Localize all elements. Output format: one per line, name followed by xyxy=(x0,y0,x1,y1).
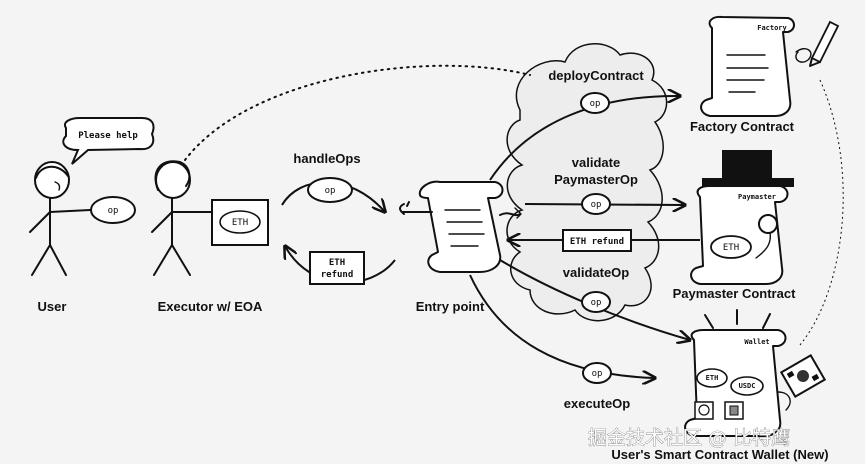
speech-text: Please help xyxy=(78,131,138,141)
nft-image-icon xyxy=(694,401,714,420)
user-figure xyxy=(29,161,91,276)
top-hat-icon xyxy=(702,150,794,187)
factory-doc-title: Factory xyxy=(757,24,787,32)
op-label: op xyxy=(590,99,601,109)
eth-refund-line2: refund xyxy=(321,270,354,280)
deploy-op-token: op xyxy=(580,92,610,114)
executor-wallet-box: ETH xyxy=(211,199,269,246)
op-label: op xyxy=(591,298,602,308)
speech-bubble: Please help xyxy=(62,117,155,165)
eth-refund-text: ETH refund xyxy=(570,237,624,247)
wallet-scroll: Wallet ETH USDC xyxy=(684,329,787,437)
deploy-contract-arrow xyxy=(489,96,680,181)
op-label: op xyxy=(325,186,336,196)
wallet-label: User's Smart Contract Wallet (New) xyxy=(611,447,828,462)
factory-label: Factory Contract xyxy=(690,119,795,134)
executor-label: Executor w/ EOA xyxy=(158,299,263,314)
paymaster-label: Paymaster Contract xyxy=(673,286,796,301)
paymaster-scroll: Paymaster ETH xyxy=(690,185,789,285)
handle-ops-op-token: op xyxy=(307,177,353,203)
sparkle-lines xyxy=(704,309,771,329)
wallet-doc-title: Wallet xyxy=(744,338,769,346)
validate-op-label: validateOp xyxy=(563,265,630,280)
op-label: op xyxy=(592,369,603,379)
deploy-contract-label: deployContract xyxy=(548,68,644,83)
validate-paymaster-label-line1: validate xyxy=(572,155,620,170)
dotted-link-factory-wallet xyxy=(799,79,844,346)
execute-op-arrow xyxy=(469,274,655,378)
paymaster-doc-title: Paymaster xyxy=(738,193,776,201)
validate-op-token: op xyxy=(581,291,611,313)
handle-ops-label: handleOps xyxy=(293,151,360,166)
pen-icon xyxy=(795,20,840,67)
eth-label: ETH xyxy=(723,243,739,253)
factory-scroll: Factory xyxy=(700,15,795,117)
op-label: op xyxy=(108,206,119,216)
user-op-token: op xyxy=(90,196,136,224)
monocle-icon xyxy=(755,214,778,259)
cash-icon xyxy=(777,354,827,411)
dotted-link-executor-cloud xyxy=(184,64,531,161)
paymaster-refund-box: ETH refund xyxy=(562,229,632,252)
user-label: User xyxy=(38,299,67,314)
eth-refund-box: ETH refund xyxy=(309,251,365,285)
nft-card-icon xyxy=(724,401,744,420)
entry-point-label: Entry point xyxy=(416,299,485,314)
eth-refund-line1: ETH xyxy=(329,258,345,268)
executor-figure xyxy=(151,160,215,276)
execute-op-token: op xyxy=(582,362,612,384)
eth-label: ETH xyxy=(706,374,719,382)
eth-label: ETH xyxy=(232,218,248,228)
watermark-text: 掘金技术社区 @ 比特鹰 xyxy=(588,427,790,449)
op-label: op xyxy=(591,200,602,210)
validate-paymaster-label-line2: PaymasterOp xyxy=(554,172,638,187)
execute-op-label: executeOp xyxy=(564,396,631,411)
usdc-label: USDC xyxy=(739,382,756,390)
validate-paymaster-op-token: op xyxy=(581,193,611,215)
entry-point-scroll xyxy=(399,180,522,273)
